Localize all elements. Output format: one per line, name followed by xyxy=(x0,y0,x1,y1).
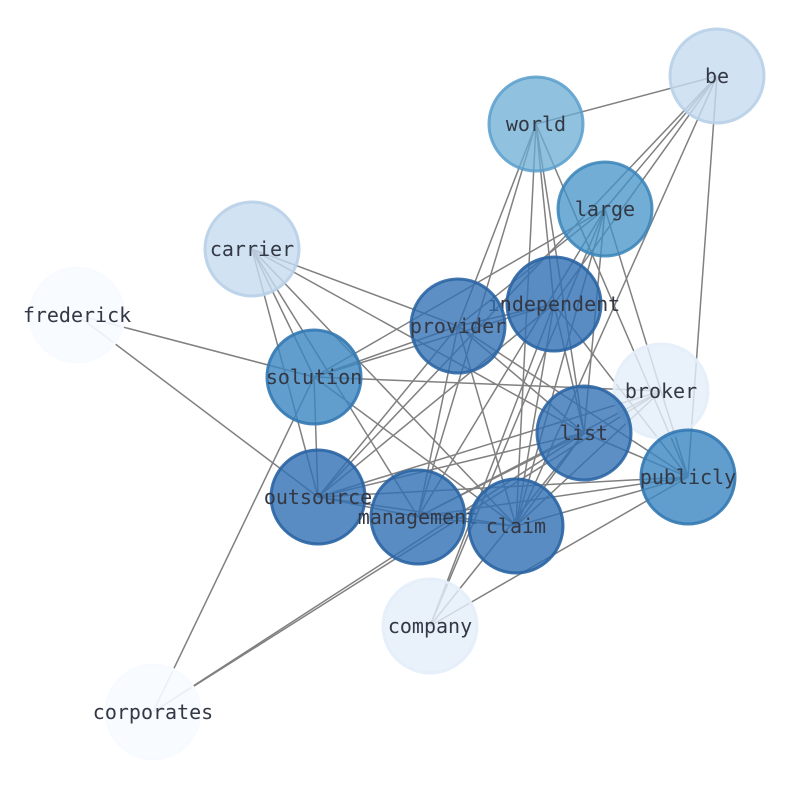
node-label-outsource: outsource xyxy=(264,485,372,509)
node-management: management xyxy=(358,468,478,566)
node-circle-provider xyxy=(409,277,507,375)
node-circle-company xyxy=(381,577,479,675)
node-circle-outsource xyxy=(269,448,367,546)
node-label-provider: provider xyxy=(410,314,506,338)
edge-publicly-company xyxy=(429,476,689,627)
node-circle-large xyxy=(556,160,654,258)
node-corporates: corporates xyxy=(93,663,213,761)
node-independent: independent xyxy=(488,255,620,353)
node-circle-world xyxy=(487,75,585,173)
node-world: world xyxy=(487,75,585,173)
node-circle-claim xyxy=(467,477,565,575)
node-label-independent: independent xyxy=(488,292,620,316)
node-be: be xyxy=(668,27,766,125)
node-carrier: carrier xyxy=(203,200,301,298)
node-label-broker: broker xyxy=(625,379,697,403)
node-large: large xyxy=(556,160,654,258)
node-circle-list xyxy=(535,384,633,482)
node-label-claim: claim xyxy=(486,514,546,538)
node-company: company xyxy=(381,577,479,675)
edge-carrier-claim xyxy=(251,248,517,527)
node-circle-publicly xyxy=(639,428,737,526)
node-solution: solution xyxy=(265,328,363,426)
edge-frederick-outsource xyxy=(76,314,319,498)
node-label-publicly: publicly xyxy=(640,465,736,489)
node-circle-management xyxy=(369,468,467,566)
node-list: list xyxy=(535,384,633,482)
node-circle-be xyxy=(668,27,766,125)
node-frederick: frederick xyxy=(23,266,131,364)
node-outsource: outsource xyxy=(264,448,372,546)
node-circle-solution xyxy=(265,328,363,426)
node-label-management: management xyxy=(358,505,478,529)
node-circle-frederick xyxy=(28,266,126,364)
edge-solution-corporates xyxy=(152,376,315,713)
node-label-large: large xyxy=(575,197,635,221)
node-label-solution: solution xyxy=(266,365,362,389)
node-circle-carrier xyxy=(203,200,301,298)
node-circle-corporates xyxy=(104,663,202,761)
edge-independent-outsource xyxy=(317,303,555,498)
node-label-company: company xyxy=(388,614,472,638)
node-label-be: be xyxy=(705,64,729,88)
node-circle-independent xyxy=(505,255,603,353)
edge-independent-company xyxy=(429,303,555,627)
node-publicly: publicly xyxy=(639,428,737,526)
node-provider: provider xyxy=(409,277,507,375)
node-label-carrier: carrier xyxy=(210,237,294,261)
node-label-frederick: frederick xyxy=(23,303,131,327)
node-label-corporates: corporates xyxy=(93,700,213,724)
node-label-world: world xyxy=(506,112,566,136)
node-label-list: list xyxy=(560,421,608,445)
node-claim: claim xyxy=(467,477,565,575)
